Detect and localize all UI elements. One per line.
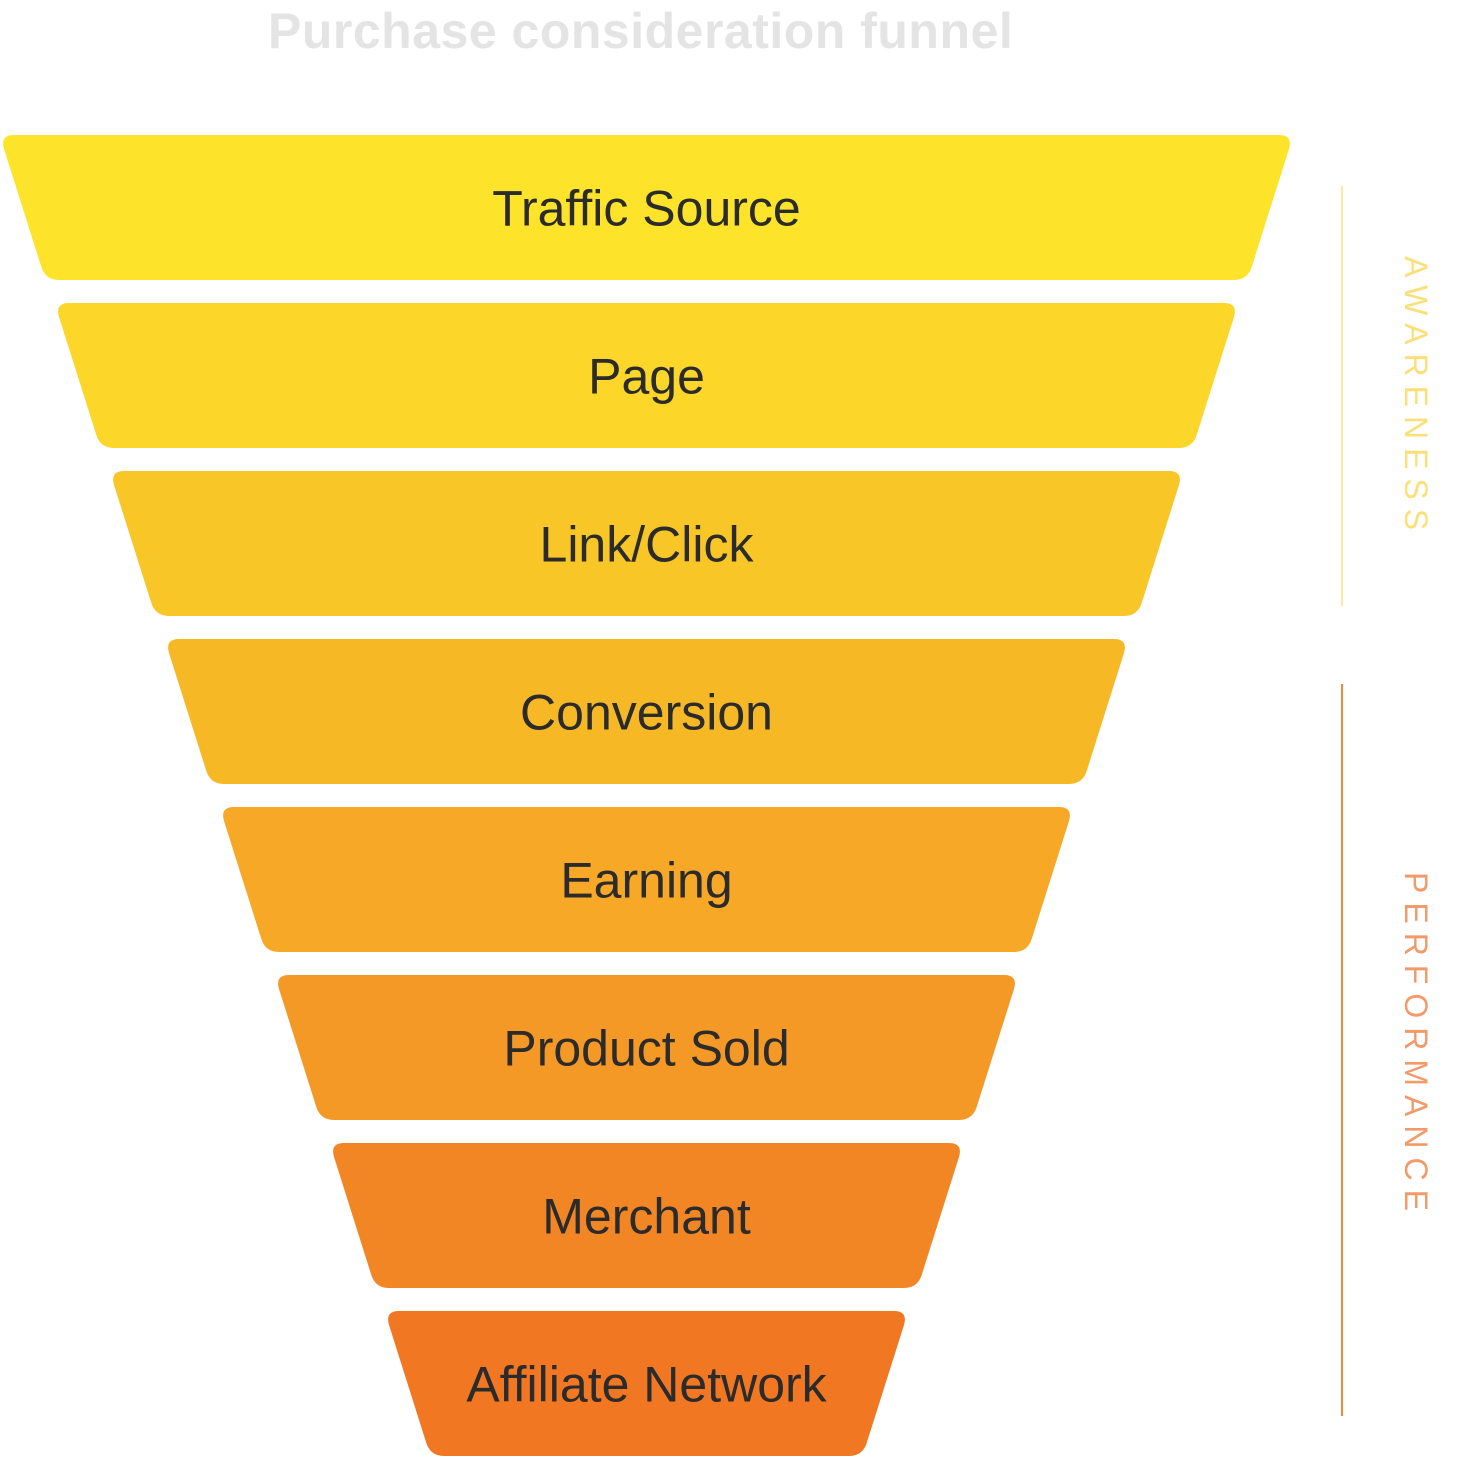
funnel-stage-label: Page bbox=[588, 349, 705, 405]
funnel-stage-label: Traffic Source bbox=[492, 181, 800, 237]
funnel-stage-shape bbox=[388, 1311, 905, 1456]
funnel-stage: Product Sold bbox=[278, 975, 1015, 1120]
diagram-title: Purchase consideration funnel bbox=[268, 3, 1014, 59]
funnel-stage-shape bbox=[333, 1143, 960, 1288]
funnel-stage: Merchant bbox=[333, 1143, 960, 1288]
funnel-stage-label: Earning bbox=[560, 853, 732, 909]
funnel-stage: Affiliate Network bbox=[388, 1311, 905, 1456]
awareness-bracket-line bbox=[1341, 186, 1343, 606]
funnel-stage: Earning bbox=[223, 807, 1070, 952]
funnel-stage: Traffic Source bbox=[3, 135, 1290, 280]
funnel-stage-shape bbox=[3, 135, 1290, 280]
funnel-stage-label: Affiliate Network bbox=[466, 1357, 827, 1413]
funnel-stage-shape bbox=[168, 639, 1125, 784]
funnel-stage: Conversion bbox=[168, 639, 1125, 784]
funnel-stage-label: Merchant bbox=[542, 1189, 751, 1245]
funnel-stage: Link/Click bbox=[113, 471, 1180, 616]
funnel-stage-shape bbox=[113, 471, 1180, 616]
performance-label: PERFORMANCE bbox=[1398, 872, 1434, 1220]
funnel-diagram: Traffic SourcePageLink/ClickConversionEa… bbox=[3, 135, 1290, 1456]
funnel-stage-label: Conversion bbox=[520, 685, 773, 741]
funnel-stage-label: Product Sold bbox=[503, 1021, 789, 1077]
funnel-stage-label: Link/Click bbox=[540, 517, 755, 573]
funnel-stage-shape bbox=[58, 303, 1235, 448]
funnel-stage-shape bbox=[278, 975, 1015, 1120]
funnel-stage-shape bbox=[223, 807, 1070, 952]
awareness-label: AWARENESS bbox=[1398, 256, 1434, 540]
funnel-stage: Page bbox=[58, 303, 1235, 448]
performance-bracket-line bbox=[1341, 684, 1343, 1416]
